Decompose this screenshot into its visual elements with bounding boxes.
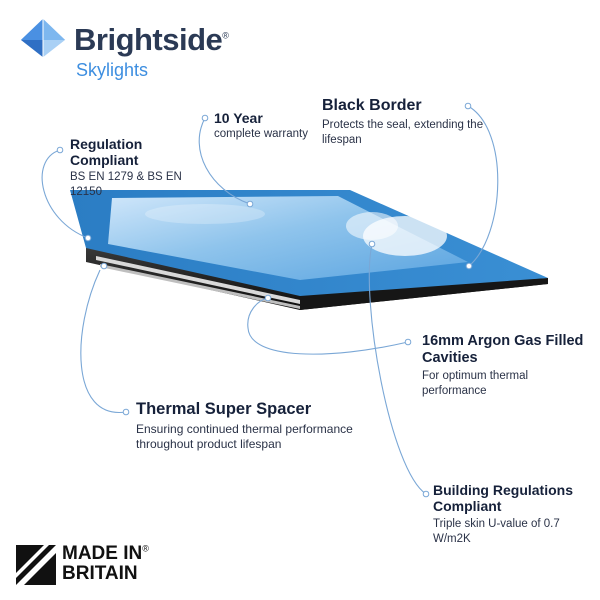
brand-name: Brightside® [74,22,229,57]
callout-title: Building Regulations Compliant [433,482,573,515]
callout-dots [56,102,473,498]
callout-title: Regulation Compliant [70,136,143,169]
callout-building-regulations: Building Regulations Compliant Triple sk… [433,482,598,546]
callout-argon-cavities: 16mm Argon Gas Filled Cavities For optim… [422,333,592,398]
callout-thermal-spacer: Thermal Super Spacer Ensuring continued … [136,400,356,452]
callout-black-border: Black Border Protects the seal, extendin… [322,97,522,147]
brightside-logo-icon [19,17,67,59]
callout-desc: Triple skin U-value of 0.7 W/m2K [433,518,560,545]
callout-desc: BS EN 1279 & BS EN 12150 [70,171,182,198]
callout-desc: complete warranty [214,128,308,141]
cloud-highlight [145,204,447,256]
line-warranty [198,117,251,205]
callout-warranty: 10 Year complete warranty [214,110,324,141]
line-border [467,105,499,267]
line-building [368,243,427,495]
made-in-britain-text: MADE IN® BRITAIN [62,543,149,584]
callout-desc: Protects the seal, extending the lifespa… [322,119,484,146]
glass-edge-layers [86,246,548,310]
line-spacer [80,269,127,413]
callout-title: 10 Year [214,110,263,126]
callout-desc: For optimum thermal performance [422,370,529,397]
callout-lines [41,105,499,495]
made-in-britain-icon [16,545,56,585]
callout-desc: Ensuring continued thermal performance t… [136,421,353,451]
brand-subtitle: Skylights [76,60,149,80]
callout-title: 16mm Argon Gas Filled Cavities [422,333,584,366]
callout-title: Thermal Super Spacer [136,400,312,418]
callout-regulation-compliant: Regulation Compliant BS EN 1279 & BS EN … [70,136,190,199]
line-regulation [41,149,89,239]
callout-title: Black Border [322,97,422,114]
line-argon [247,297,409,355]
